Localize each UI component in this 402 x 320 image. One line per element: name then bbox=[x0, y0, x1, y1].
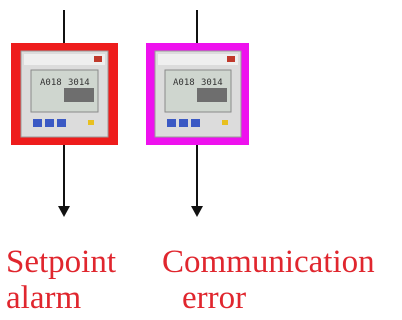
communication-error-button-3 bbox=[191, 119, 200, 127]
communication-error-caption-line-1: Communication bbox=[162, 244, 375, 280]
setpoint-alarm-caption-line-2: alarm bbox=[6, 280, 82, 316]
setpoint-alarm-button-1 bbox=[33, 119, 42, 127]
communication-error-button-1 bbox=[167, 119, 176, 127]
setpoint-alarm-readout-1: A018 bbox=[40, 78, 62, 88]
communication-error-button-2 bbox=[179, 119, 188, 127]
communication-error-group: A018 3014 bbox=[146, 10, 249, 217]
communication-error-header-strip bbox=[158, 54, 238, 65]
setpoint-alarm-caption: Setpoint alarm bbox=[6, 244, 116, 316]
communication-error-screen-bar bbox=[197, 88, 227, 102]
setpoint-alarm-caption-line-1: Setpoint bbox=[6, 244, 117, 280]
setpoint-alarm-button-2 bbox=[45, 119, 54, 127]
communication-error-indicator bbox=[222, 120, 228, 125]
setpoint-alarm-readout-2: 3014 bbox=[68, 78, 90, 88]
communication-error-brand-mark bbox=[227, 56, 235, 62]
communication-error-caption-line-2: error bbox=[182, 280, 247, 316]
setpoint-alarm-group: A018 3014 bbox=[11, 10, 118, 217]
setpoint-alarm-button-3 bbox=[57, 119, 66, 127]
setpoint-alarm-arrowhead bbox=[58, 206, 70, 217]
communication-error-readout-2: 3014 bbox=[201, 78, 223, 88]
communication-error-readout-1: A018 bbox=[173, 78, 195, 88]
communication-error-arrowhead bbox=[191, 206, 203, 217]
setpoint-alarm-indicator bbox=[88, 120, 94, 125]
setpoint-alarm-header-strip bbox=[24, 54, 105, 65]
setpoint-alarm-screen-bar bbox=[64, 88, 94, 102]
setpoint-alarm-brand-mark bbox=[94, 56, 102, 62]
communication-error-caption: Communication error bbox=[162, 244, 375, 316]
